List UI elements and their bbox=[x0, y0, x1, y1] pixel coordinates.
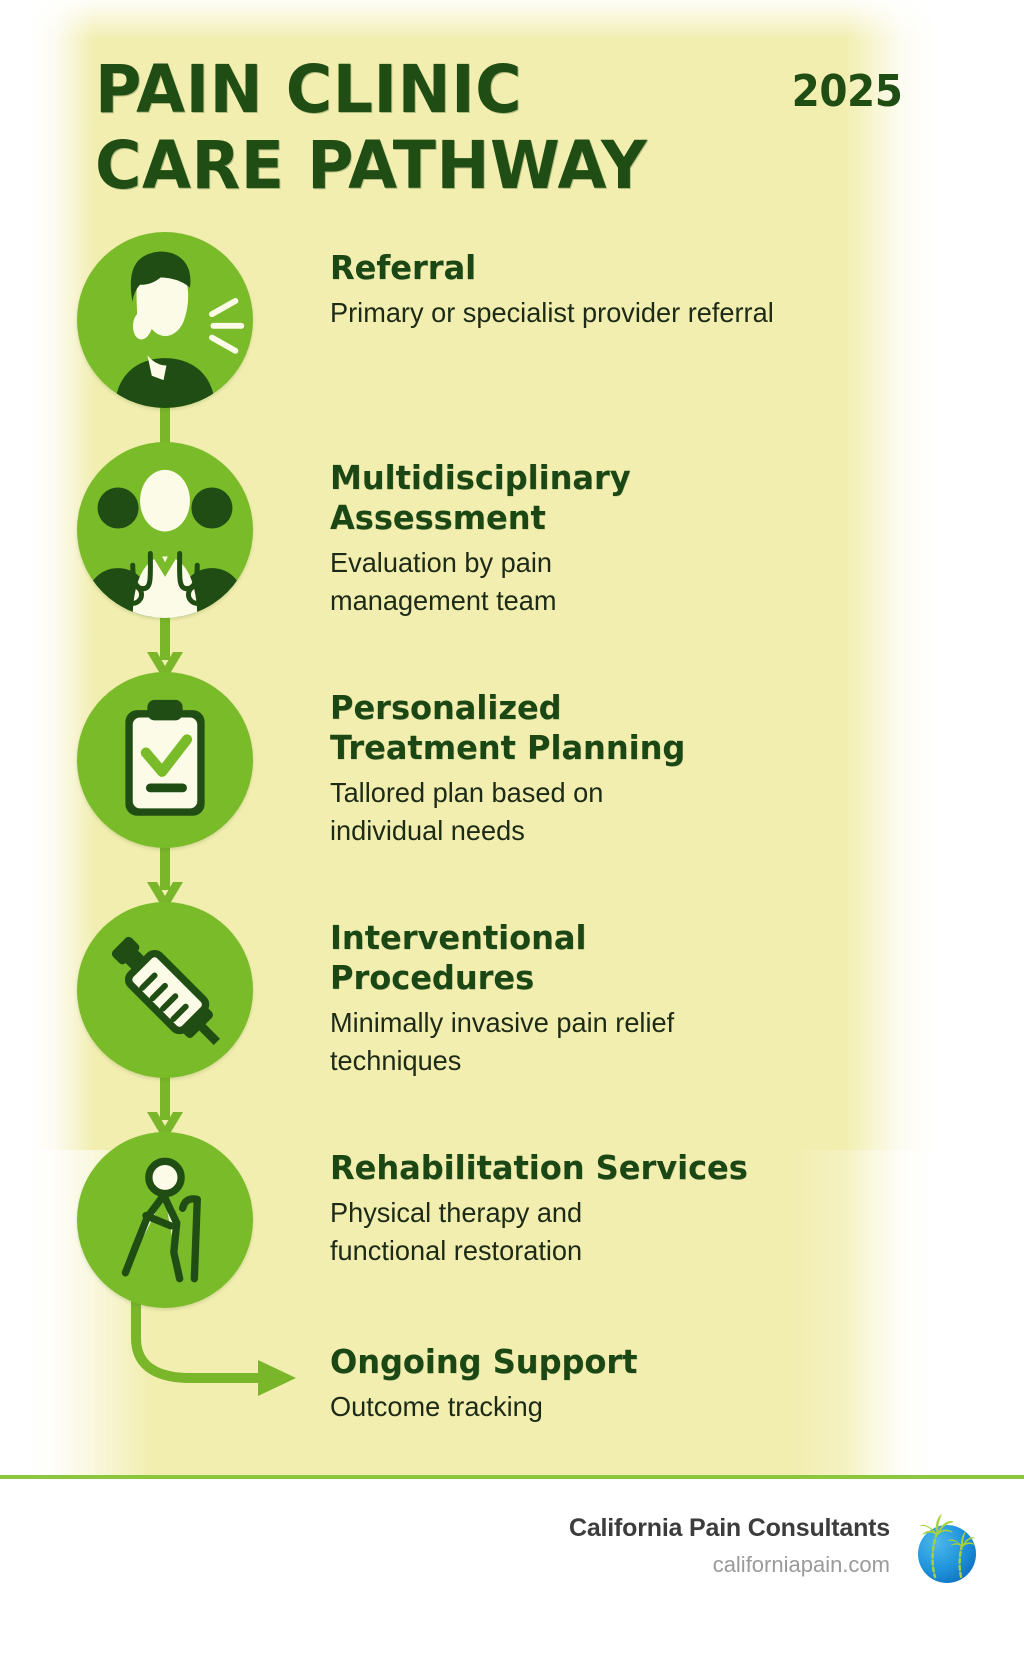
walking-cane-icon bbox=[77, 1132, 253, 1308]
step-1-icon-column bbox=[0, 232, 330, 474]
step-3-description: Tallored plan based on individual needs bbox=[330, 777, 604, 846]
brand-url[interactable]: californiapain.com bbox=[712, 1552, 890, 1577]
syringe-icon bbox=[77, 902, 253, 1078]
connector-arrow-3 bbox=[147, 840, 183, 912]
step-1-description: Primary or specialist provider referral bbox=[330, 297, 774, 328]
step-4-title: Interventional Procedures bbox=[330, 918, 587, 997]
step-4-icon-column bbox=[0, 902, 330, 1142]
pathway-step-2: Multidisciplinary Assessment Evaluation … bbox=[0, 442, 1024, 682]
clipboard-checklist-icon bbox=[77, 672, 253, 848]
year-label: 2025 bbox=[791, 66, 902, 117]
step-2-description: Evaluation by pain management team bbox=[330, 547, 557, 616]
step-5-description: Physical therapy and functional restorat… bbox=[330, 1197, 583, 1266]
brand-name: California Pain Consultants bbox=[568, 1514, 890, 1542]
step-6-text: Ongoing Support Outcome tracking bbox=[330, 1342, 1024, 1426]
step-5-icon-column bbox=[0, 1132, 330, 1396]
connector-arrow-2 bbox=[147, 610, 183, 682]
pathway-step-6: Ongoing Support Outcome tracking bbox=[0, 1342, 1024, 1462]
step-3-icon-column bbox=[0, 672, 330, 912]
step-1-text: Referral Primary or specialist provider … bbox=[330, 232, 1024, 332]
pathway-step-4: Interventional Procedures Minimally inva… bbox=[0, 902, 1024, 1142]
step-4-text: Interventional Procedures Minimally inva… bbox=[330, 902, 1024, 1080]
connector-arrow-curved bbox=[131, 1298, 296, 1396]
step-4-description: Minimally invasive pain relief technique… bbox=[330, 1007, 675, 1076]
pathway-steps-list: Referral Primary or specialist provider … bbox=[0, 232, 1024, 1462]
pathway-step-5: Rehabilitation Services Physical therapy… bbox=[0, 1132, 1024, 1396]
step-3-text: Personalized Treatment Planning Tallored… bbox=[330, 672, 1024, 850]
step-1-title: Referral bbox=[330, 248, 477, 287]
step-6-description: Outcome tracking bbox=[330, 1391, 543, 1422]
step-3-title: Personalized Treatment Planning bbox=[330, 688, 686, 767]
step-5-text: Rehabilitation Services Physical therapy… bbox=[330, 1132, 1024, 1270]
patient-referral-icon bbox=[77, 232, 253, 408]
poster-header: PAIN CLINIC CARE PATHWAY 2025 bbox=[0, 0, 1024, 232]
step-2-text: Multidisciplinary Assessment Evaluation … bbox=[330, 442, 1024, 620]
connector-arrow-4 bbox=[147, 1070, 183, 1142]
poster-footer: California Pain Consultants californiapa… bbox=[0, 1479, 1024, 1666]
footer-divider bbox=[0, 1475, 1024, 1479]
pathway-step-1: Referral Primary or specialist provider … bbox=[0, 232, 1024, 474]
palm-tree-globe-logo bbox=[918, 1514, 976, 1583]
medical-team-icon bbox=[77, 442, 253, 618]
step-5-title: Rehabilitation Services bbox=[330, 1148, 748, 1187]
footer-text-block: California Pain Consultants californiapa… bbox=[569, 1511, 890, 1581]
step-2-icon-column bbox=[0, 442, 330, 682]
step-6-title: Ongoing Support bbox=[330, 1342, 638, 1381]
pathway-step-3: Personalized Treatment Planning Tallored… bbox=[0, 672, 1024, 912]
title-line-1: PAIN CLINIC bbox=[95, 51, 523, 128]
step-2-title: Multidisciplinary Assessment bbox=[330, 458, 631, 537]
title-line-2: CARE PATHWAY bbox=[95, 127, 648, 204]
page-title: PAIN CLINIC CARE PATHWAY bbox=[95, 52, 775, 204]
